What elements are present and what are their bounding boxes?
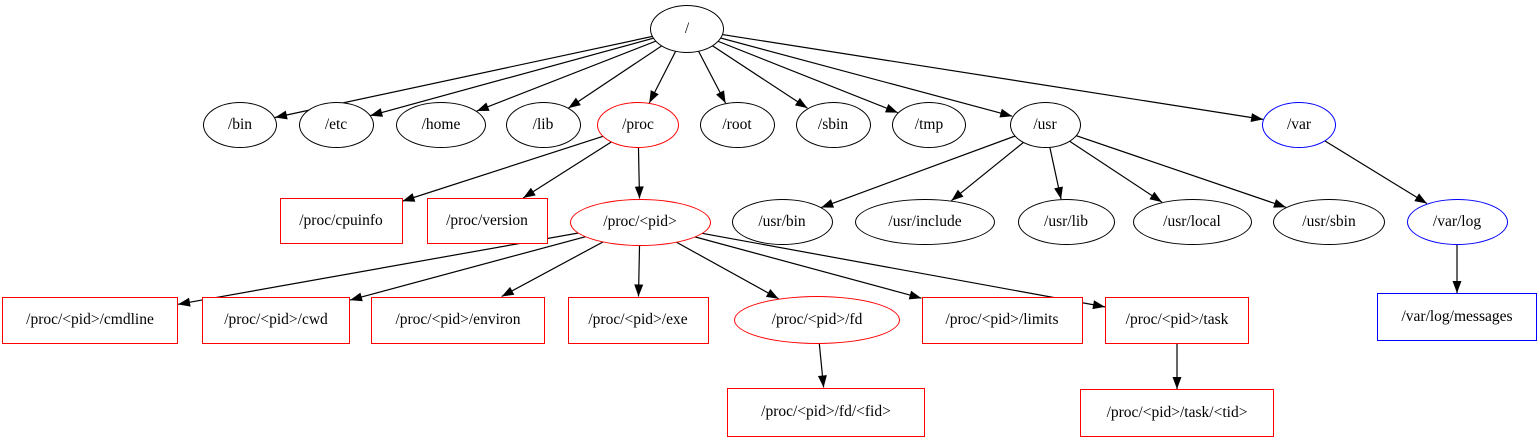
- node-label-pid-exe: /proc/<pid>/exe: [588, 311, 688, 329]
- node-label-usr-sbin: /usr/sbin: [1302, 213, 1356, 231]
- node-label-var: /var: [1286, 116, 1312, 134]
- node-pid-task-tid: /proc/<pid>/task/<tid>: [1080, 389, 1274, 437]
- node-label-pid-task: /proc/<pid>/task: [1125, 311, 1229, 329]
- node-label-bin: /bin: [227, 116, 253, 134]
- node-bin: /bin: [203, 102, 277, 148]
- node-label-tmp: /tmp: [914, 116, 944, 134]
- node-sbin: /sbin: [795, 102, 871, 148]
- node-pid-cwd: /proc/<pid>/cwd: [202, 296, 350, 344]
- node-var-log: /var/log: [1406, 199, 1508, 245]
- node-label-root: /root: [722, 116, 752, 134]
- node-proc-pid: /proc/<pid>: [569, 198, 711, 246]
- node-label-var-log: /var/log: [1432, 213, 1482, 231]
- node-proc-cpuinfo: /proc/cpuinfo: [279, 198, 403, 244]
- node-label-pid-fd-fid: /proc/<pid>/fd/<fid>: [761, 403, 891, 421]
- node-proc: /proc: [597, 102, 679, 148]
- node-tmp: /tmp: [892, 102, 966, 148]
- node-label-usr-include: /usr/include: [888, 213, 962, 231]
- node-pid-fd: /proc/<pid>/fd: [734, 296, 900, 344]
- edge-fs-root-to-var: [686, 28, 1264, 122]
- node-pid-environ: /proc/<pid>/environ: [371, 296, 545, 344]
- node-var-log-messages: /var/log/messages: [1377, 293, 1537, 341]
- node-label-sbin: /sbin: [817, 116, 849, 134]
- node-label-proc: /proc: [622, 116, 654, 134]
- edge-usr-to-usr-sbin: [1044, 124, 1287, 208]
- edge-proc-pid-to-pid-cmdline: [177, 221, 641, 307]
- edge-fs-root-to-tmp: [686, 28, 899, 114]
- node-label-usr-bin: /usr/bin: [758, 213, 806, 231]
- node-label-var-log-messages: /var/log/messages: [1401, 308, 1513, 326]
- node-label-etc: /etc: [324, 116, 348, 134]
- node-pid-task: /proc/<pid>/task: [1105, 296, 1249, 344]
- node-label-lib: /lib: [532, 116, 554, 134]
- node-label-usr: /usr: [1033, 116, 1057, 134]
- node-label-pid-task-tid: /proc/<pid>/task/<tid>: [1106, 404, 1248, 422]
- node-label-proc-version: /proc/version: [446, 212, 528, 230]
- node-usr: /usr: [1009, 102, 1081, 148]
- node-label-fs-root: /: [684, 20, 690, 38]
- node-label-proc-cpuinfo: /proc/cpuinfo: [299, 212, 383, 230]
- node-usr-include: /usr/include: [855, 199, 995, 245]
- node-label-pid-environ: /proc/<pid>/environ: [395, 311, 521, 329]
- node-pid-cmdline: /proc/<pid>/cmdline: [2, 296, 178, 344]
- node-usr-lib: /usr/lib: [1017, 199, 1115, 245]
- node-label-pid-fd: /proc/<pid>/fd: [771, 311, 863, 329]
- node-var: /var: [1262, 102, 1336, 148]
- node-etc: /etc: [298, 102, 374, 148]
- node-lib: /lib: [505, 102, 581, 148]
- node-label-usr-lib: /usr/lib: [1044, 213, 1088, 231]
- node-usr-bin: /usr/bin: [731, 199, 833, 245]
- node-label-usr-local: /usr/local: [1163, 213, 1221, 231]
- node-pid-exe: /proc/<pid>/exe: [567, 296, 709, 344]
- node-usr-local: /usr/local: [1132, 199, 1252, 245]
- node-label-pid-cmdline: /proc/<pid>/cmdline: [26, 311, 154, 329]
- node-pid-limits: /proc/<pid>/limits: [921, 296, 1083, 344]
- node-label-pid-cwd: /proc/<pid>/cwd: [224, 311, 328, 329]
- node-home: /home: [396, 102, 486, 148]
- node-fs-root: /: [650, 5, 724, 53]
- node-label-pid-limits: /proc/<pid>/limits: [945, 311, 1059, 329]
- node-proc-version: /proc/version: [426, 198, 548, 244]
- node-usr-sbin: /usr/sbin: [1273, 199, 1385, 245]
- node-root: /root: [699, 102, 775, 148]
- node-pid-fd-fid: /proc/<pid>/fd/<fid>: [727, 387, 925, 437]
- node-label-home: /home: [421, 116, 461, 134]
- node-label-proc-pid: /proc/<pid>: [603, 213, 677, 231]
